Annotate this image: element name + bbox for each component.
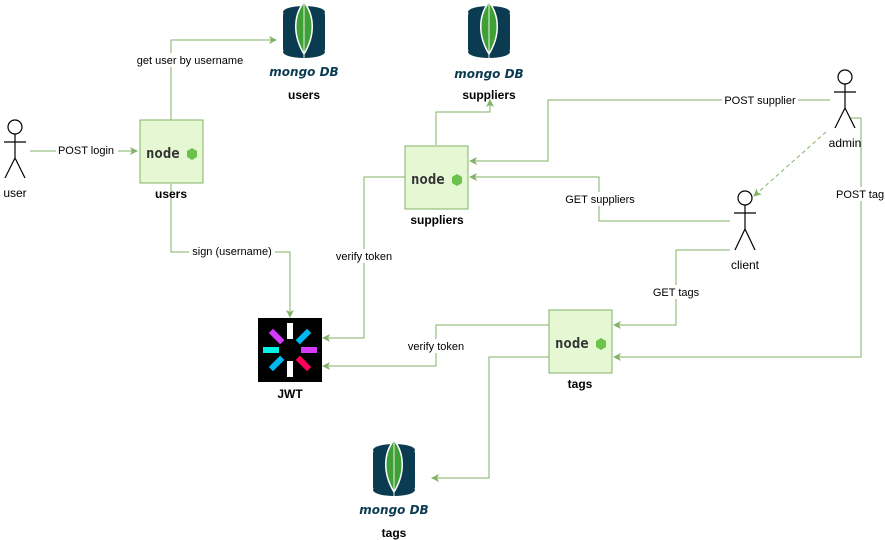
nodejs-logo-box	[404, 145, 469, 210]
jwt-label: JWT	[277, 387, 303, 401]
nodejs-hex-icon	[452, 174, 462, 186]
edge-label-verify-token-tags: verify token	[408, 341, 464, 353]
edge-label-post-supplier: POST supplier	[724, 95, 796, 107]
stick-figure-icon	[734, 190, 756, 251]
edge-get-user-by-username: get user by username	[134, 36, 277, 120]
nodejs-hex-icon	[596, 338, 606, 350]
edge-label-verify-token-suppliers: verify token	[336, 251, 392, 263]
edge-label-sign: sign (username)	[192, 246, 271, 258]
edge-get-suppliers: GET suppliers	[469, 173, 730, 222]
jwt-logo-icon	[258, 318, 322, 382]
actor-admin[interactable]: admin	[829, 69, 862, 150]
service-tags-label: tags	[568, 377, 593, 391]
mongodb-logo-text: mongo DB	[454, 67, 523, 81]
mongodb-icon	[372, 439, 416, 497]
nodejs-hex-icon	[187, 148, 197, 160]
nodejs-logo-text: node	[411, 172, 445, 188]
mongodb-logo-text: mongo DB	[269, 65, 338, 79]
database-users-label: users	[288, 88, 320, 102]
edge-admin-to-client	[753, 131, 827, 197]
edge-suppliers-to-db	[435, 99, 494, 145]
mongodb-icon	[467, 1, 511, 59]
edge-post-tag: POST tag	[613, 117, 885, 361]
edge-tags-to-db	[431, 356, 549, 482]
service-tags[interactable]: node tags	[548, 309, 613, 391]
mongodb-icon	[282, 1, 326, 59]
mongodb-logo-text: mongo DB	[359, 503, 428, 517]
actor-client[interactable]: client	[731, 190, 760, 272]
edge-post-login: POST login	[30, 143, 138, 157]
database-users[interactable]: mongo DB users	[269, 1, 339, 102]
database-tags[interactable]: mongo DB tags	[359, 439, 429, 540]
stick-figure-icon	[834, 69, 856, 129]
service-users-label: users	[155, 187, 187, 201]
stick-figure-icon	[4, 119, 26, 179]
service-suppliers-label: suppliers	[410, 213, 464, 227]
actor-user-label: user	[3, 186, 26, 200]
actor-user[interactable]: user	[3, 119, 27, 200]
actor-admin-label: admin	[829, 136, 862, 150]
edge-verify-token-tags: verify token	[322, 324, 549, 370]
edge-label-post-tag: POST tag	[836, 189, 884, 201]
edge-post-supplier: POST supplier	[469, 93, 830, 165]
edge-label-post-login: POST login	[58, 145, 114, 157]
service-suppliers[interactable]: node suppliers	[404, 145, 469, 227]
edge-verify-token-suppliers: verify token	[322, 176, 405, 342]
edge-sign-username: sign (username)	[170, 184, 294, 318]
edge-get-tags: GET tags	[613, 249, 730, 329]
jwt-service[interactable]: JWT	[258, 318, 322, 401]
database-tags-label: tags	[382, 526, 407, 540]
nodejs-logo-text: node	[555, 336, 589, 352]
database-suppliers-label: suppliers	[462, 88, 516, 102]
actor-client-label: client	[731, 258, 760, 272]
database-suppliers[interactable]: mongo DB suppliers	[454, 1, 524, 102]
edge-label-get-suppliers: GET suppliers	[565, 194, 635, 206]
service-users[interactable]: node users	[139, 119, 204, 201]
edge-label-get-tags: GET tags	[653, 287, 700, 299]
edge-label-get-user: get user by username	[137, 55, 243, 67]
nodejs-logo-text: node	[146, 146, 180, 162]
